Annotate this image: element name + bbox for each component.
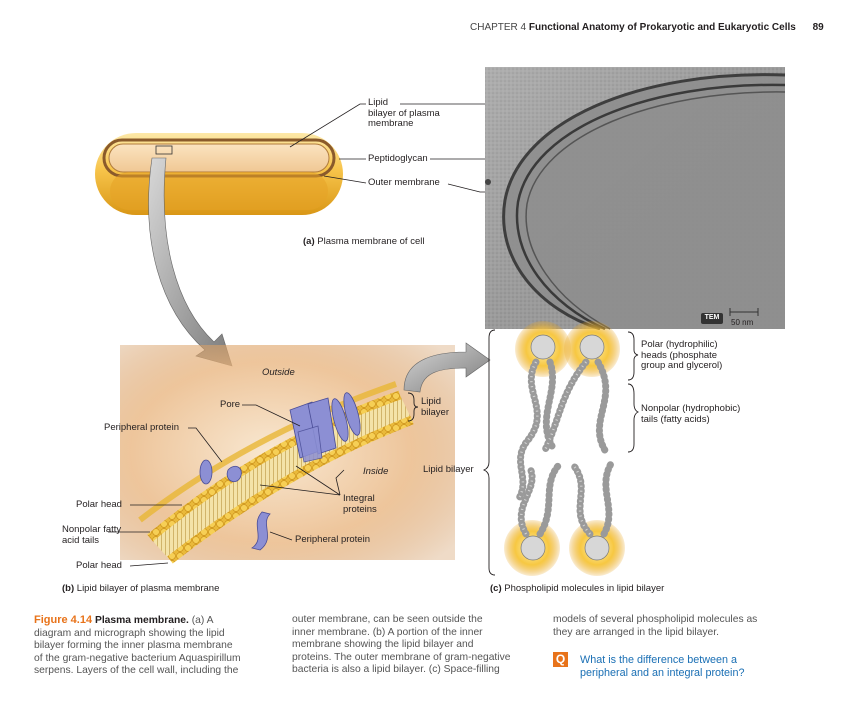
tem-badge — [701, 313, 723, 324]
figure-artwork — [95, 67, 786, 576]
caption-panel-b: (b) Lipid bilayer of plasma membrane — [62, 583, 220, 594]
tem-badge-label: TEM — [704, 314, 720, 321]
label-polar-heads: Polar (hydrophilic) heads (phosphate gro… — [641, 339, 723, 371]
label-polar-head-bottom: Polar head — [76, 560, 122, 571]
zoom-box — [155, 145, 173, 155]
chapter-title: Functional Anatomy of Prokaryotic and Eu… — [528, 22, 796, 33]
tail-chain-6 — [536, 462, 562, 538]
arrow-to-c-icon — [403, 342, 491, 393]
figure-title: Plasma membrane. — [94, 615, 189, 626]
label-lipid-bilayer-plasma-membrane: Lipid bilayer of plasma membrane — [368, 97, 440, 129]
label-outside: Outside — [262, 367, 295, 378]
integral-protein-helix — [331, 398, 349, 442]
bilayer-brace — [407, 392, 419, 422]
page-number: 89 — [812, 22, 824, 33]
tail-chain-3 — [540, 358, 590, 456]
label-lipid-bilayer-c: Lipid bilayer — [423, 464, 474, 475]
label-nonpolar-tails: Nonpolar (hydrophobic) tails (fatty acid… — [641, 403, 741, 425]
label-peripheral-protein-bottom: Peripheral protein — [295, 534, 370, 545]
figure-number: Figure 4.14 — [34, 614, 93, 626]
label-integral-proteins: Integral proteins — [343, 493, 377, 515]
tail-chain-1 — [514, 358, 541, 504]
question-icon: Q — [553, 652, 568, 667]
figure-caption-col3: models of several phospholipid molecules… — [553, 614, 758, 638]
caption-panel-c: (c) Phospholipid molecules in lipid bila… — [490, 583, 665, 594]
label-polar-head-top: Polar head — [76, 499, 122, 510]
bilayer-illustration — [120, 345, 455, 564]
caption-panel-a: (a) Plasma membrane of cell — [303, 236, 425, 247]
tails-brace — [627, 383, 640, 453]
label-outer-membrane: Outer membrane — [368, 177, 440, 188]
bilayer-brace-c — [482, 329, 496, 576]
label-nonpolar-fatty-acid-tails: Nonpolar fatty acid tails — [62, 524, 122, 546]
tail-chain-8 — [600, 458, 616, 538]
tem-micrograph — [485, 67, 786, 331]
peripheral-protein-top — [199, 459, 213, 485]
figure-caption-col2: outer membrane, can be seen outside the … — [292, 614, 511, 676]
figure-caption-col1: Figure 4.14 Plasma membrane. (a) A diagr… — [34, 614, 241, 677]
panel-b-leaders — [108, 404, 345, 567]
label-pore: Pore — [220, 399, 241, 410]
phospholipid-models — [482, 321, 640, 576]
label-lipid-bilayer-b: Lipid bilayer — [421, 396, 449, 418]
peripheral-protein-bottom — [251, 511, 271, 551]
scale-bar-label: 50 nm — [731, 318, 754, 327]
review-question: What is the difference between a periphe… — [580, 654, 745, 679]
label-peptidoglycan: Peptidoglycan — [368, 153, 428, 164]
tail-chain-5 — [517, 464, 536, 538]
cell-drawing — [95, 133, 343, 215]
polar-heads-brace — [627, 331, 639, 381]
label-inside: Inside — [363, 466, 389, 477]
chapter-label: CHAPTER 4 — [470, 22, 527, 33]
tail-chain-7 — [570, 462, 594, 538]
tail-chain-4 — [594, 358, 610, 456]
label-peripheral-protein-top: Peripheral protein — [104, 422, 179, 433]
running-header: CHAPTER 4 Functional Anatomy of Prokaryo… — [470, 22, 824, 33]
